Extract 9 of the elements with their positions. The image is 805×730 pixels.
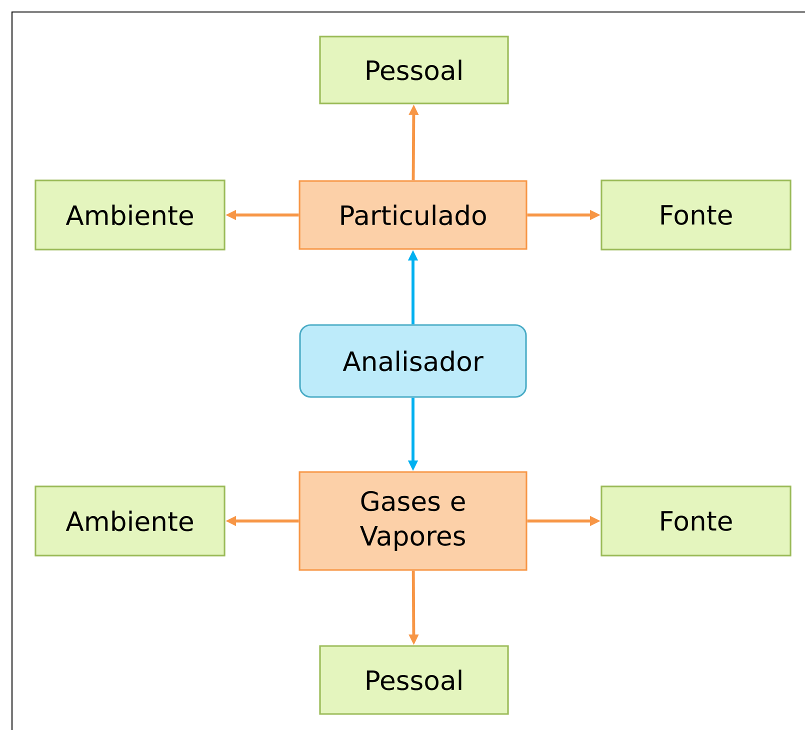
leaf-box: Ambiente [34, 180, 226, 250]
leaf-box: Pessoal [319, 36, 509, 104]
leaf-box: Fonte [600, 486, 792, 556]
leaf-box: Pessoal [319, 645, 509, 715]
leaf-box: Fonte [600, 180, 792, 250]
leaf-box: Ambiente [34, 486, 226, 556]
category-box: Particulado [298, 180, 528, 250]
category-box: Gases e Vapores [298, 471, 528, 571]
analyzer-box: Analisador [299, 324, 527, 398]
